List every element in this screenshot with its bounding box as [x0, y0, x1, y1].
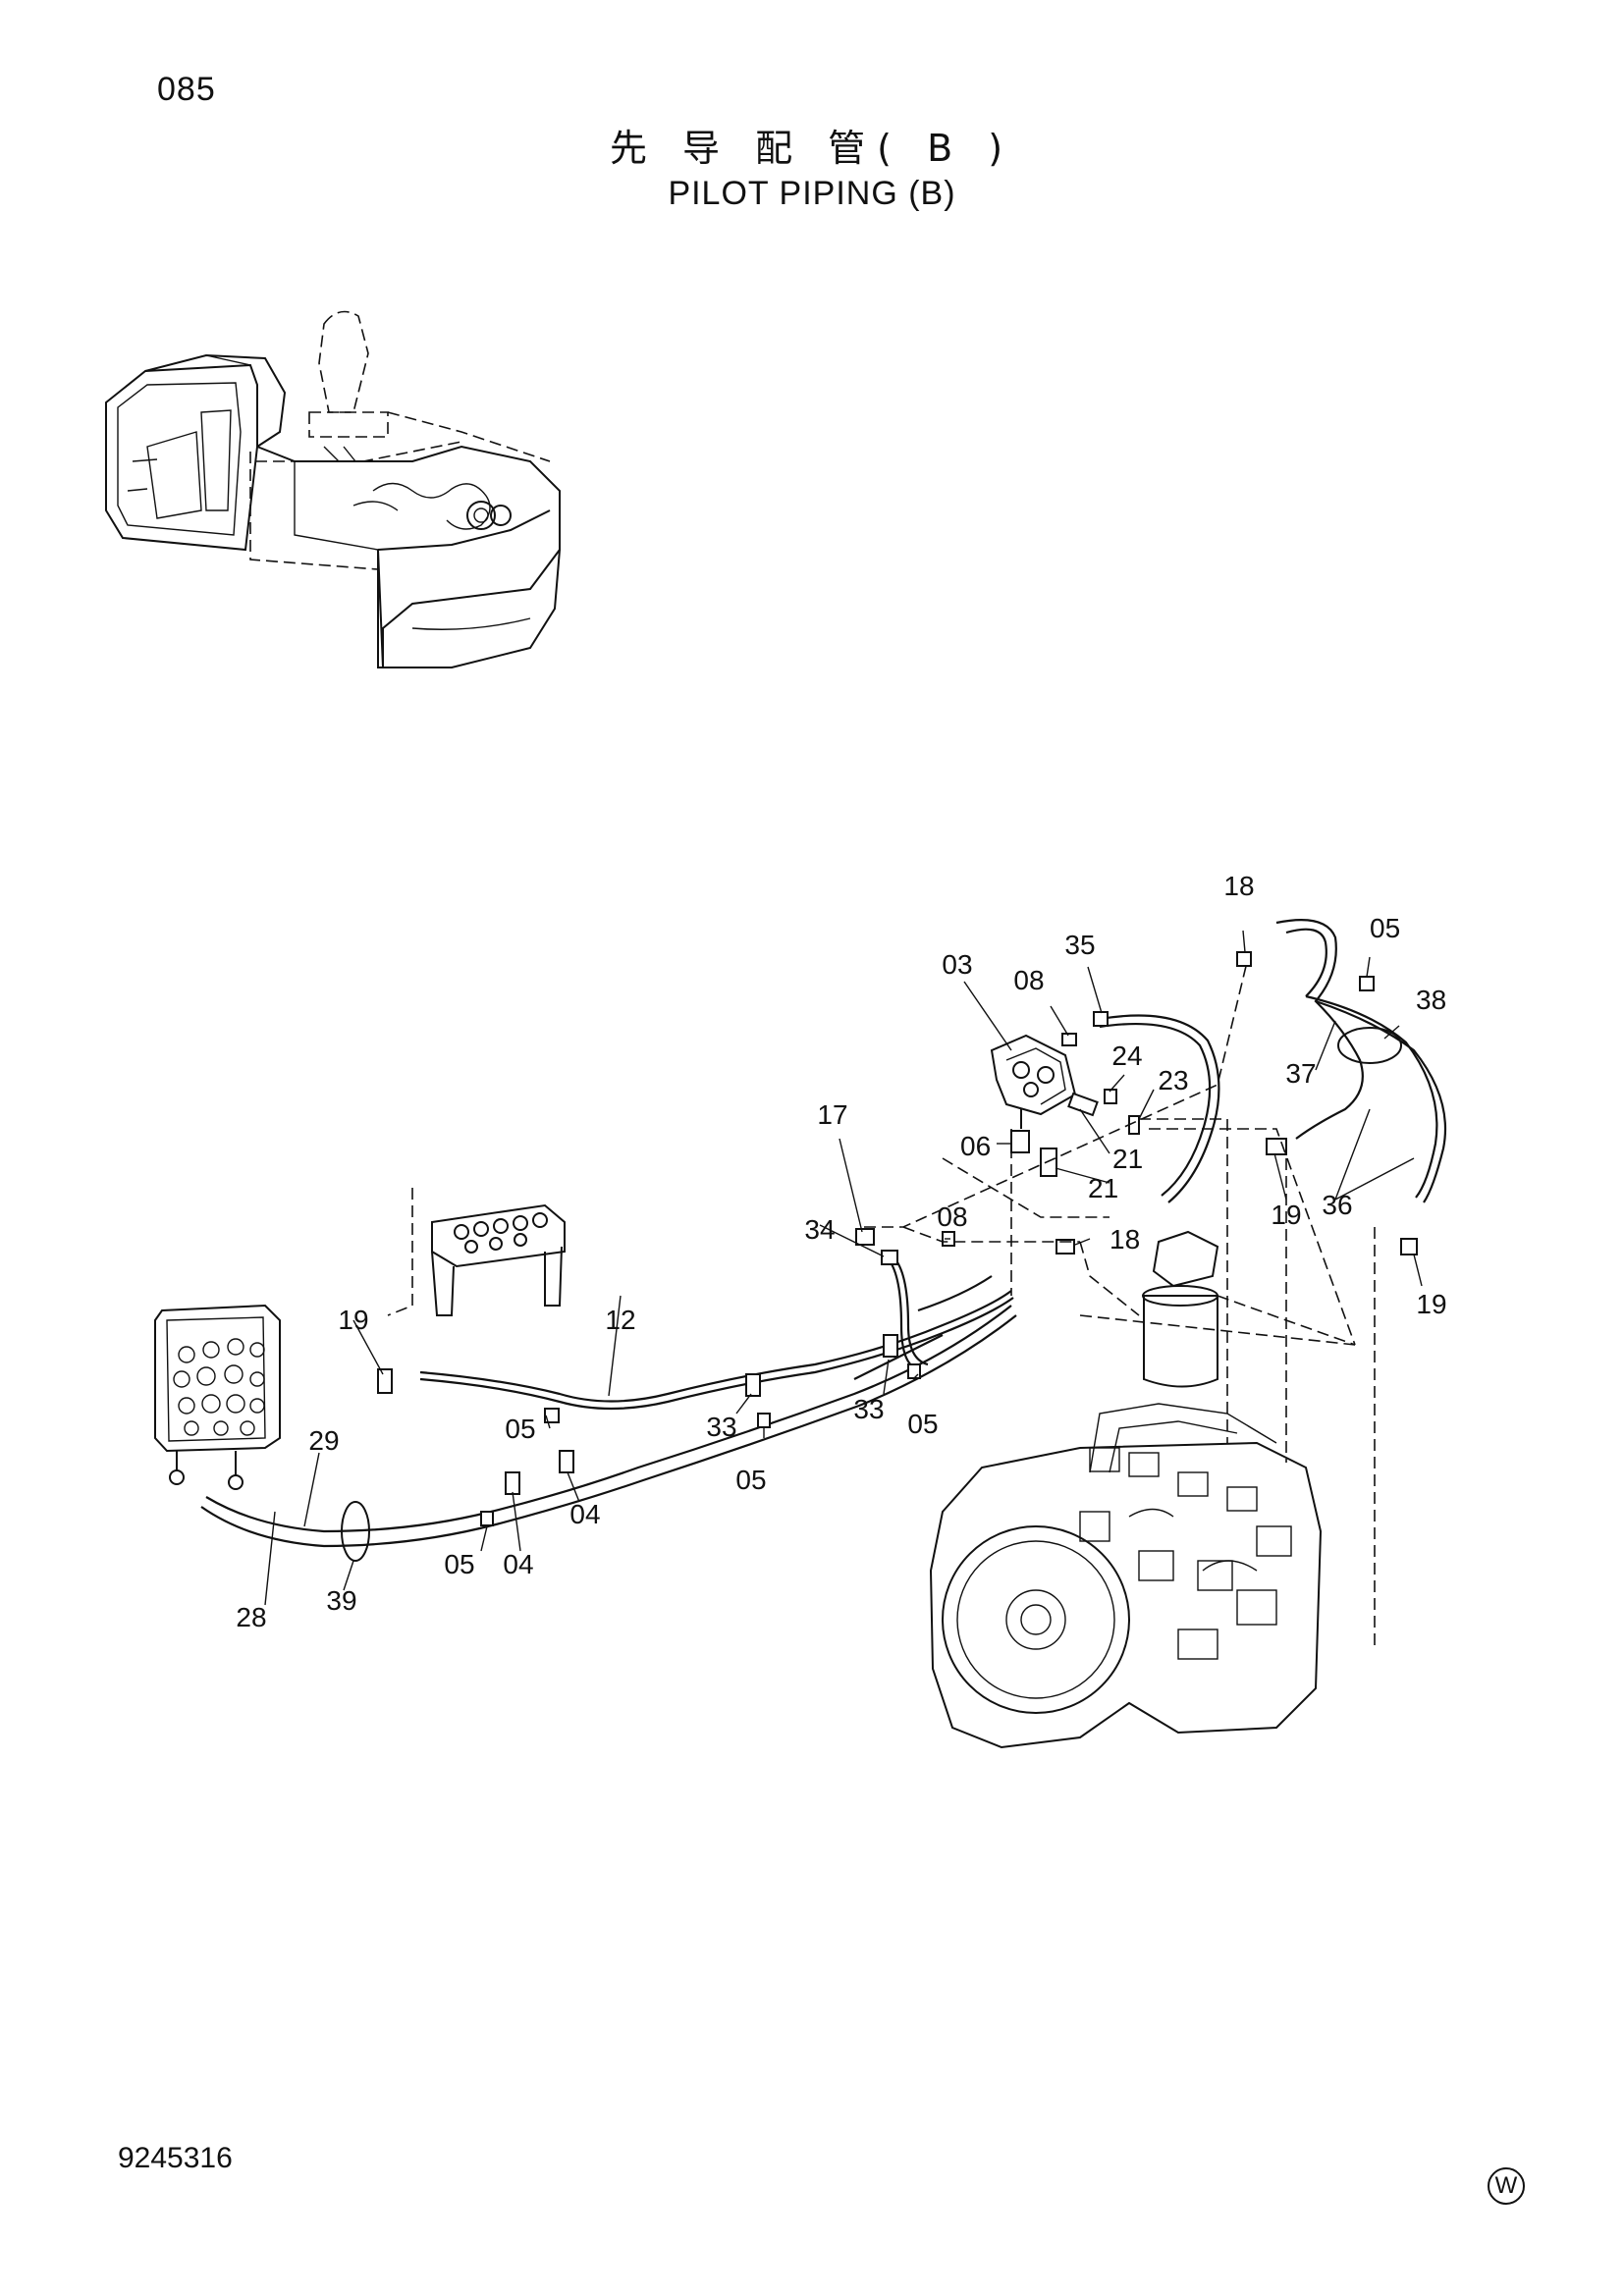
- callout-label: 37: [1285, 1058, 1316, 1089]
- callout-label: 23: [1158, 1065, 1188, 1095]
- callout-label: 34: [804, 1214, 835, 1245]
- callout-label: 17: [817, 1099, 847, 1130]
- title-english: PILOT PIPING (B): [668, 175, 956, 212]
- leader-lines: [264, 930, 1423, 1606]
- callout-label: 05: [735, 1465, 766, 1495]
- callout-label: 19: [1416, 1289, 1446, 1319]
- pilot-filter: [1142, 1230, 1219, 1388]
- callout-label: 04: [503, 1549, 533, 1579]
- callout-label: 05: [907, 1409, 938, 1439]
- machine-overview-drawing: [105, 310, 561, 668]
- callout-label: 36: [1322, 1190, 1352, 1220]
- callout-label: 39: [326, 1585, 356, 1616]
- callout-label: 19: [1271, 1200, 1301, 1230]
- callout-label: 38: [1416, 985, 1446, 1015]
- callout-label: 28: [236, 1602, 266, 1632]
- callout-label: 35: [1064, 930, 1095, 960]
- callout-label: 21: [1088, 1173, 1118, 1203]
- pilot-valve-bracket: [387, 1188, 566, 1316]
- reference-lines: [864, 961, 1376, 1649]
- callout-label: 08: [937, 1201, 967, 1232]
- callout-label: 18: [1110, 1224, 1140, 1255]
- control-valve-block: [154, 1304, 281, 1490]
- callout-label: 29: [308, 1425, 339, 1456]
- drawing-number: 9245316: [118, 2142, 233, 2174]
- callout-label: 05: [444, 1549, 474, 1579]
- callout-label: 03: [942, 949, 972, 980]
- hoses: [200, 919, 1447, 1562]
- callout-label: 33: [853, 1394, 884, 1424]
- callout-label: 04: [569, 1499, 600, 1529]
- solenoid-valve: [990, 1034, 1099, 1177]
- callout-label: 12: [605, 1305, 635, 1335]
- callout-label: 19: [338, 1305, 368, 1335]
- callout-labels: 18 05 35 03 08 38 24 23 37 17 06 21 21 1…: [236, 871, 1446, 1632]
- callout-label: 06: [960, 1131, 991, 1161]
- title-chinese: 先 导 配 管( B ): [609, 127, 1015, 170]
- callout-label: 08: [1013, 965, 1044, 995]
- callout-label: 05: [505, 1414, 535, 1444]
- callout-label: 05: [1370, 913, 1400, 943]
- page-number: 085: [157, 71, 216, 108]
- callout-label: 18: [1223, 871, 1254, 901]
- callout-label: 33: [706, 1412, 736, 1442]
- maker-mark-logo: W: [1488, 2167, 1525, 2205]
- callout-label: 24: [1111, 1041, 1142, 1071]
- callout-label: 21: [1112, 1144, 1143, 1174]
- pump-engine-assembly: [929, 1403, 1323, 1749]
